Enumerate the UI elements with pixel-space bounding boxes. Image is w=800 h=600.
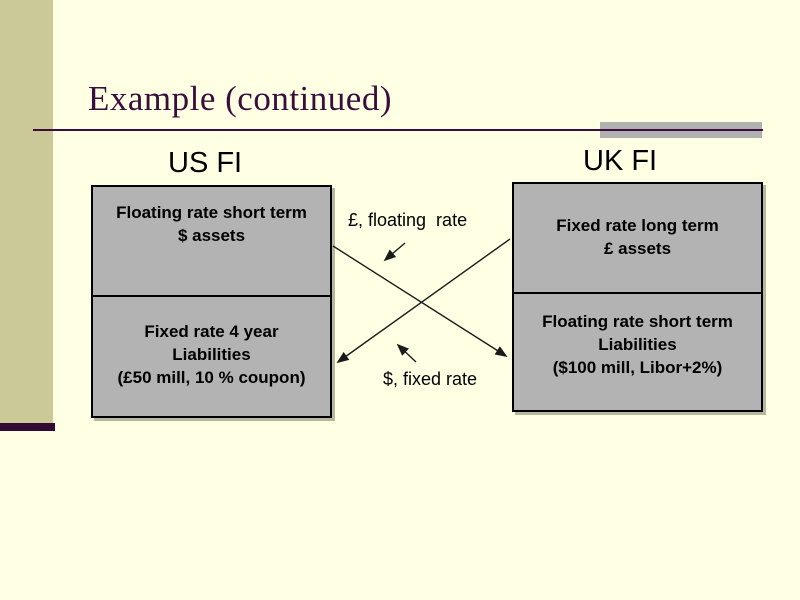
uk-fi-liabilities-section: Floating rate short term Liabilities ($1… <box>514 294 761 410</box>
us-fi-liabilities-section: Fixed rate 4 year Liabilities (£50 mill,… <box>93 297 330 416</box>
slide-sidebar-stripe <box>0 0 53 423</box>
us-fi-label: US FI <box>168 147 243 179</box>
dollar-label-pointer-arrow <box>396 343 417 363</box>
uk-fi-assets-line-2: £ assets <box>603 238 672 258</box>
uk-fi-liabilities-line-2: Liabilities <box>598 334 677 354</box>
us-fi-liabilities-line-3: (£50 mill, 10 % coupon) <box>117 367 306 387</box>
uk-fi-liabilities-line-3: ($100 mill, Libor+2%) <box>552 357 723 377</box>
us-fi-liabilities-line-2: Liabilities <box>172 344 251 364</box>
us-fi-assets-line-2: $ assets <box>177 225 246 245</box>
slide-title: Example (continued) <box>88 79 392 119</box>
uk-fi-liabilities-line-1: Floating rate short term <box>542 312 733 331</box>
flow-line-uk-to-us <box>336 238 511 364</box>
uk-fi-box: Fixed rate long term £ assets Floating r… <box>512 182 763 412</box>
us-fi-liabilities-line-1: Fixed rate 4 year <box>144 322 279 341</box>
flow-line-us-to-uk <box>332 245 508 357</box>
us-fi-assets-section: Floating rate short term $ assets <box>93 187 330 297</box>
pound-floating-rate-label: £, floating rate <box>348 210 468 230</box>
title-rule-line <box>33 129 763 131</box>
uk-fi-assets-line-1: Fixed rate long term <box>556 216 719 235</box>
uk-fi-assets-section: Fixed rate long term £ assets <box>514 184 761 294</box>
dollar-fixed-rate-label: $, fixed rate <box>383 369 478 389</box>
us-fi-box: Floating rate short term $ assets Fixed … <box>91 185 332 418</box>
uk-fi-label: UK FI <box>583 145 658 177</box>
us-fi-assets-line-1: Floating rate short term <box>116 203 307 222</box>
slide-sidebar-accent-bar <box>0 423 55 431</box>
pound-label-pointer-arrow <box>383 242 406 262</box>
